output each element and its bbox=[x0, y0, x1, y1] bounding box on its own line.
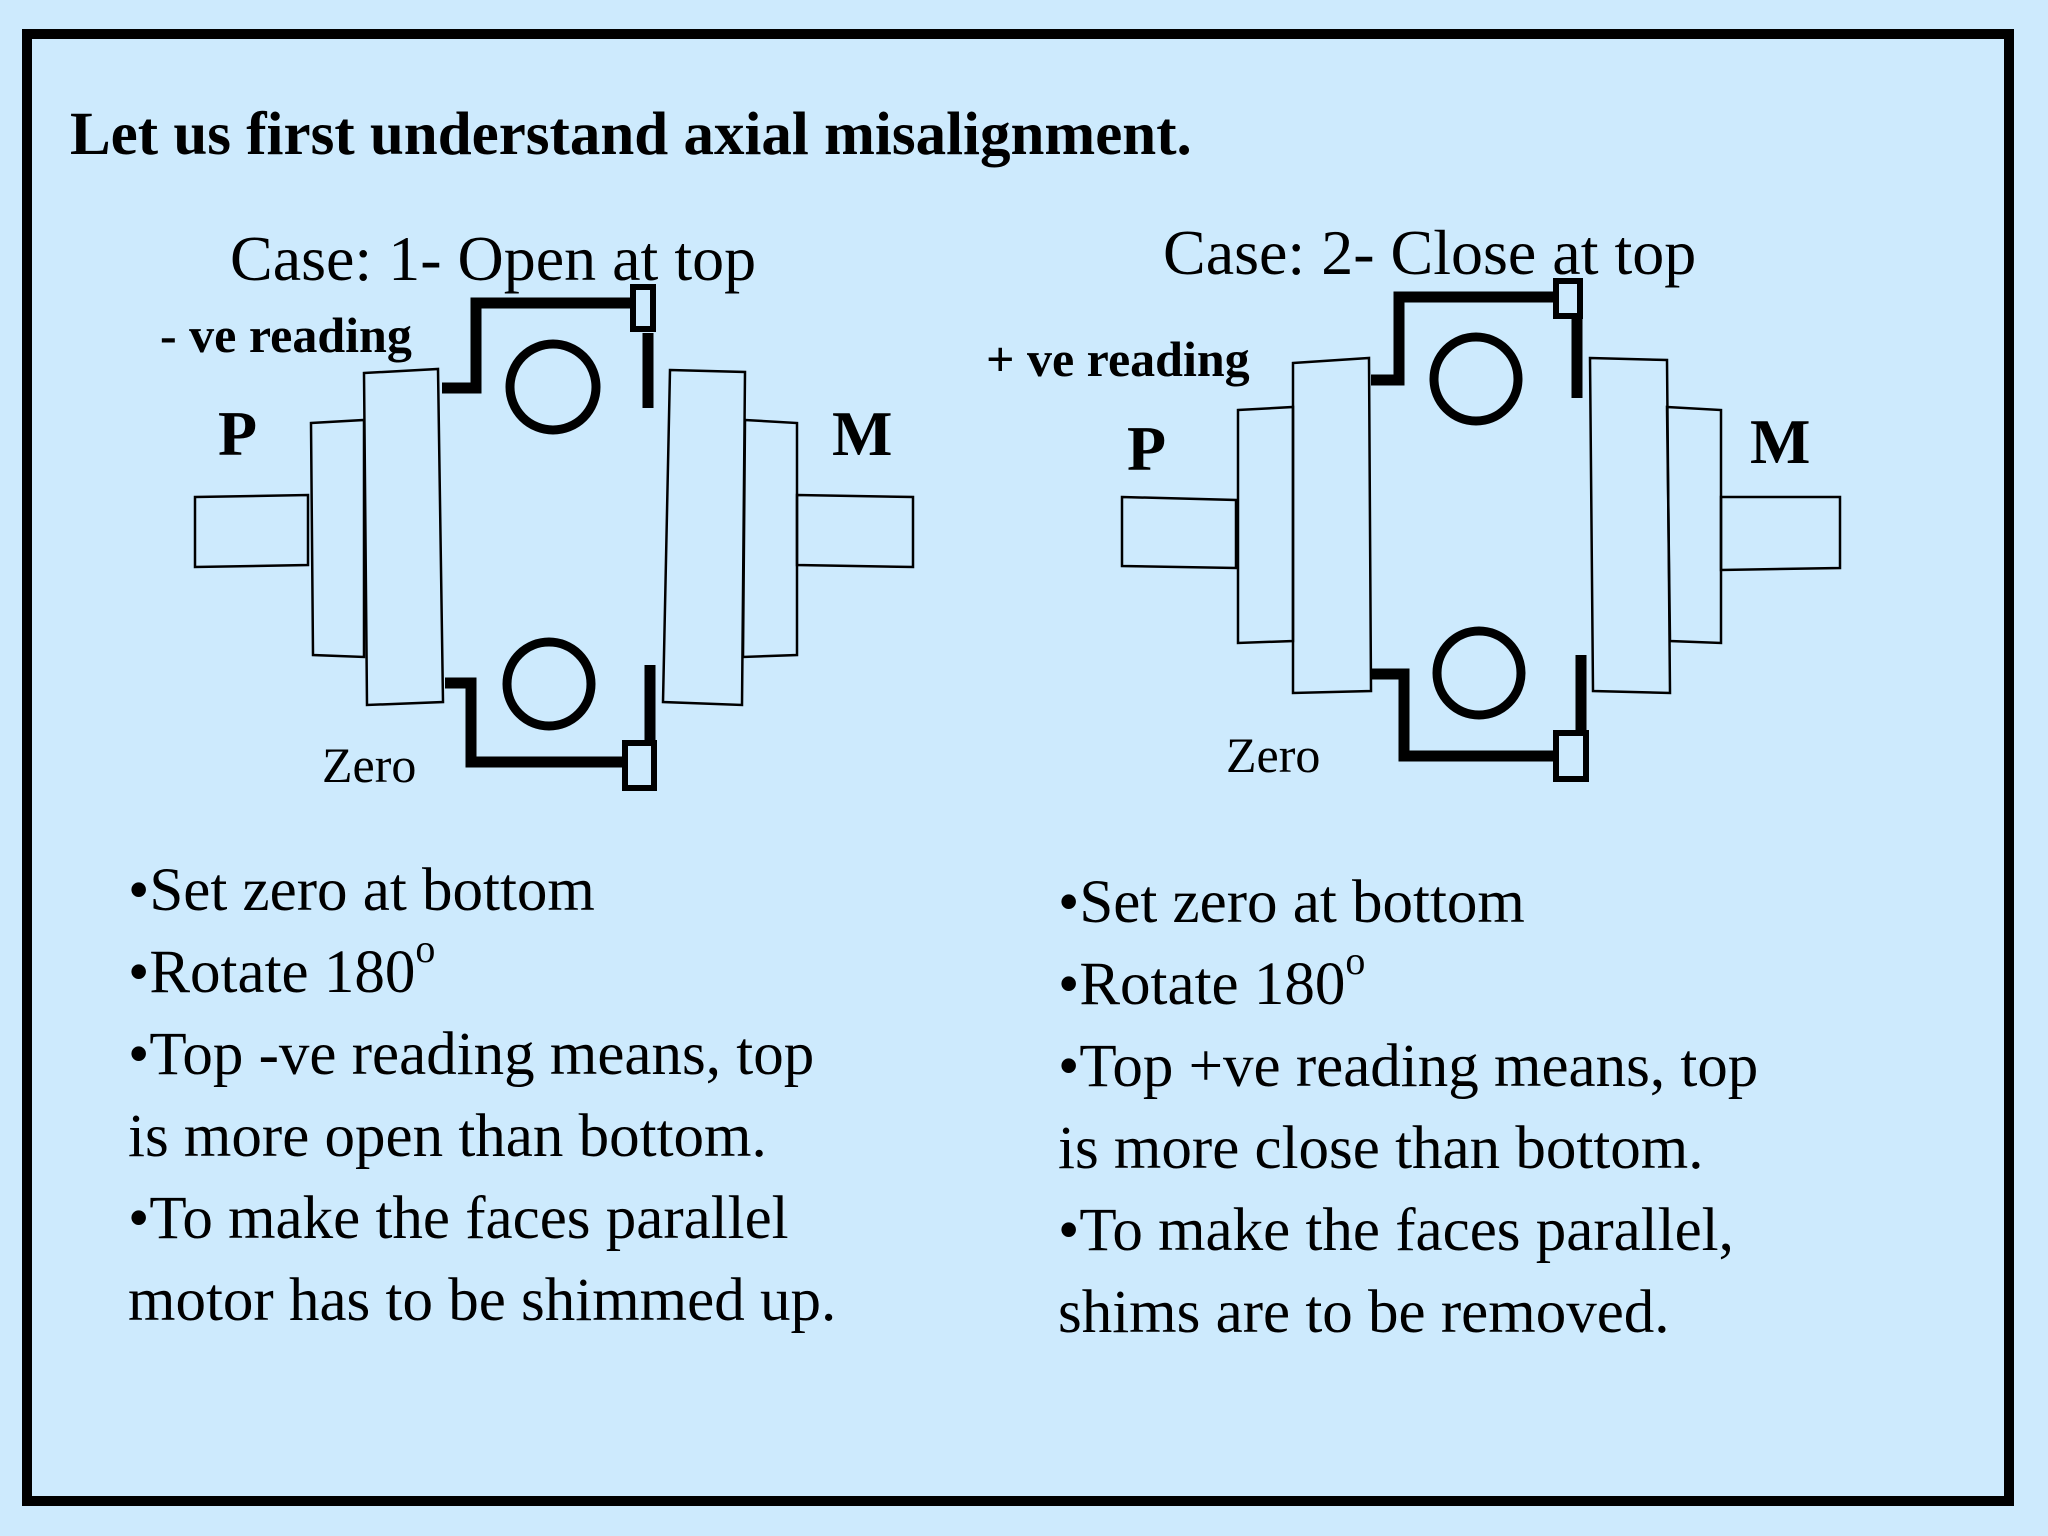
case2-reading-label: + ve reading bbox=[986, 331, 1250, 387]
case1-heading: Case: 1- Open at top bbox=[230, 223, 756, 294]
case2-motor-shaft bbox=[1719, 495, 1842, 572]
case1-motor-label: M bbox=[832, 398, 892, 469]
case2-bullet-2: •Rotate 180o bbox=[1058, 941, 1758, 1026]
case1-top-dial-indicator bbox=[442, 284, 656, 435]
case2-bullet-2-text: •Rotate 180 bbox=[1058, 951, 1346, 1018]
case2-top-dial-indicator bbox=[1371, 278, 1583, 426]
case1-bullet-1: •Set zero at bottom bbox=[128, 857, 595, 924]
case2-zero-label: Zero bbox=[1226, 727, 1320, 783]
case1-pump-shaft bbox=[193, 493, 310, 569]
case2-heading: Case: 2- Close at top bbox=[1163, 217, 1696, 288]
case1-bullet-list: •Set zero at bottom •Rotate 180o •Top -v… bbox=[128, 850, 836, 1342]
case2-bullet-3-cont: is more close than bottom. bbox=[1058, 1115, 1704, 1182]
case2-pump-shaft bbox=[1120, 495, 1238, 570]
case1-diagram: Case: 1- Open at top - ve reading P M Ze… bbox=[160, 223, 915, 793]
case2-motor-coupling-half bbox=[1588, 356, 1672, 695]
case1-zero-label: Zero bbox=[322, 737, 416, 793]
degree-symbol: o bbox=[1345, 938, 1366, 983]
case2-bullet-4: •To make the faces parallel, bbox=[1058, 1197, 1734, 1264]
case1-reading-label: - ve reading bbox=[160, 307, 412, 363]
case1-bullet-2: •Rotate 180o bbox=[128, 929, 836, 1014]
case1-pump-label: P bbox=[218, 398, 257, 469]
case1-pump-coupling-half bbox=[362, 367, 445, 707]
case2-motor-hub bbox=[1665, 405, 1723, 645]
case1-bullet-3: •Top -ve reading means, top bbox=[128, 1021, 815, 1088]
case2-bullet-3: •Top +ve reading means, top bbox=[1058, 1033, 1759, 1100]
case1-motor-coupling-half bbox=[661, 368, 747, 707]
case1-bullet-4-cont: motor has to be shimmed up. bbox=[128, 1267, 837, 1334]
slide-title: Let us first understand axial misalignme… bbox=[70, 101, 1192, 168]
case1-bullet-2-text: •Rotate 180 bbox=[128, 939, 416, 1006]
case2-bullet-1: •Set zero at bottom bbox=[1058, 869, 1525, 936]
case2-bullet-list: •Set zero at bottom •Rotate 180o •Top +v… bbox=[1058, 862, 1758, 1354]
slide-border bbox=[22, 29, 2014, 1506]
case1-bullet-4: •To make the faces parallel bbox=[128, 1185, 789, 1252]
case2-pump-label: P bbox=[1127, 413, 1166, 484]
case2-pump-coupling-half bbox=[1291, 356, 1373, 695]
case1-bottom-dial-indicator bbox=[445, 637, 657, 791]
case1-motor-hub bbox=[741, 418, 799, 659]
case2-diagram: Case: 2- Close at top + ve reading P M Z… bbox=[986, 217, 1842, 783]
degree-symbol: o bbox=[415, 926, 436, 971]
case2-bullet-4-cont: shims are to be removed. bbox=[1058, 1279, 1670, 1346]
case2-bottom-dial-indicator bbox=[1371, 626, 1589, 782]
case1-bullet-3-cont: is more open than bottom. bbox=[128, 1103, 767, 1170]
case2-pump-hub bbox=[1236, 405, 1295, 645]
case2-motor-label: M bbox=[1750, 406, 1810, 477]
case1-motor-shaft bbox=[795, 493, 915, 569]
case1-pump-hub bbox=[309, 418, 366, 659]
